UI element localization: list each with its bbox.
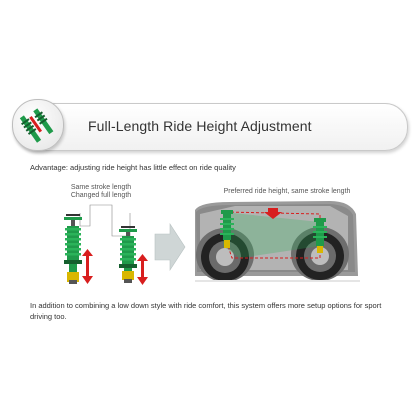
page-title: Full-Length Ride Height Adjustment [88, 118, 312, 134]
arrow-right-icon [154, 222, 186, 272]
stroke-arrow-short [137, 254, 148, 285]
advantage-text: Advantage: adjusting ride height has lit… [30, 163, 236, 172]
section-header [14, 103, 408, 151]
stroke-arrow-long [82, 249, 93, 284]
left-caption-line2: Changed full length [70, 192, 132, 199]
shock-absorber-short [119, 226, 137, 283]
car-illustration [195, 201, 360, 282]
shock-absorber-long [64, 214, 82, 284]
coilover-icon [12, 99, 64, 151]
right-caption: Preferred ride height, same stroke lengt… [223, 188, 351, 195]
caption-pointer-lines [79, 204, 131, 237]
description-paragraph: In addition to combining a low down styl… [30, 301, 382, 321]
front-wheel [201, 233, 249, 281]
left-caption-line1: Same stroke length [70, 184, 132, 191]
